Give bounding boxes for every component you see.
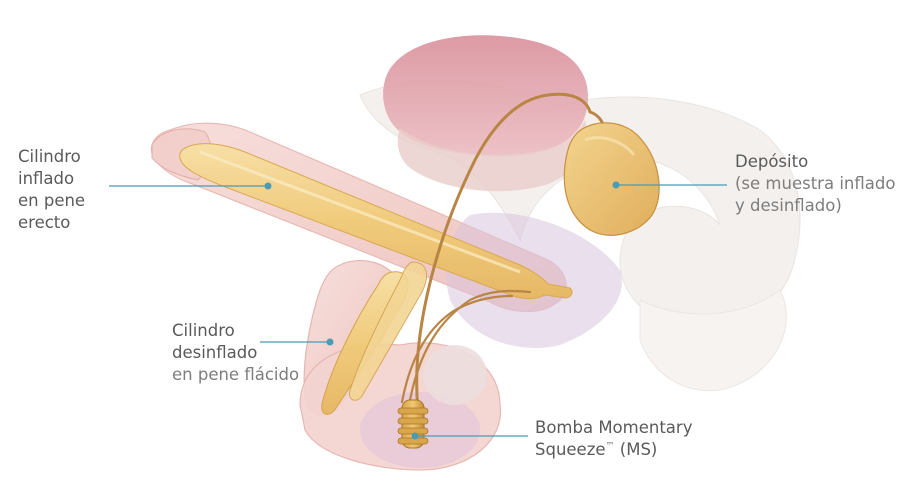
label-pump: Bomba Momentary Squeeze™ (MS) (535, 417, 692, 461)
label-pump-squeeze: Squeeze (535, 440, 606, 459)
label-erect-line-4: erecto (18, 212, 85, 234)
label-reservoir-sub-1: (se muestra inflado (735, 173, 895, 195)
label-flaccid-sub: en pene flácido (172, 364, 299, 386)
label-pump-line-1: Bomba Momentary (535, 417, 692, 439)
label-erect-line-2: inflado (18, 168, 85, 190)
label-reservoir: Depósito (se muestra inflado y desinflad… (735, 151, 895, 217)
label-erect-line-3: en pene (18, 190, 85, 212)
label-erect-line-1: Cilindro (18, 146, 85, 168)
pump (398, 400, 428, 448)
trademark-symbol: ™ (606, 442, 615, 452)
bladder (383, 35, 588, 191)
label-deflated-cylinder: Cilindro desinflado en pene flácido (172, 320, 299, 386)
label-pump-ms: (MS) (615, 440, 658, 459)
label-inflated-cylinder: Cilindro inflado en pene erecto (18, 146, 85, 234)
label-flaccid-title-2: desinflado (172, 342, 299, 364)
label-pump-line-2: Squeeze™ (MS) (535, 439, 692, 461)
label-reservoir-sub-2: y desinflado) (735, 195, 895, 217)
label-flaccid-title-1: Cilindro (172, 320, 299, 342)
label-reservoir-title: Depósito (735, 151, 895, 173)
